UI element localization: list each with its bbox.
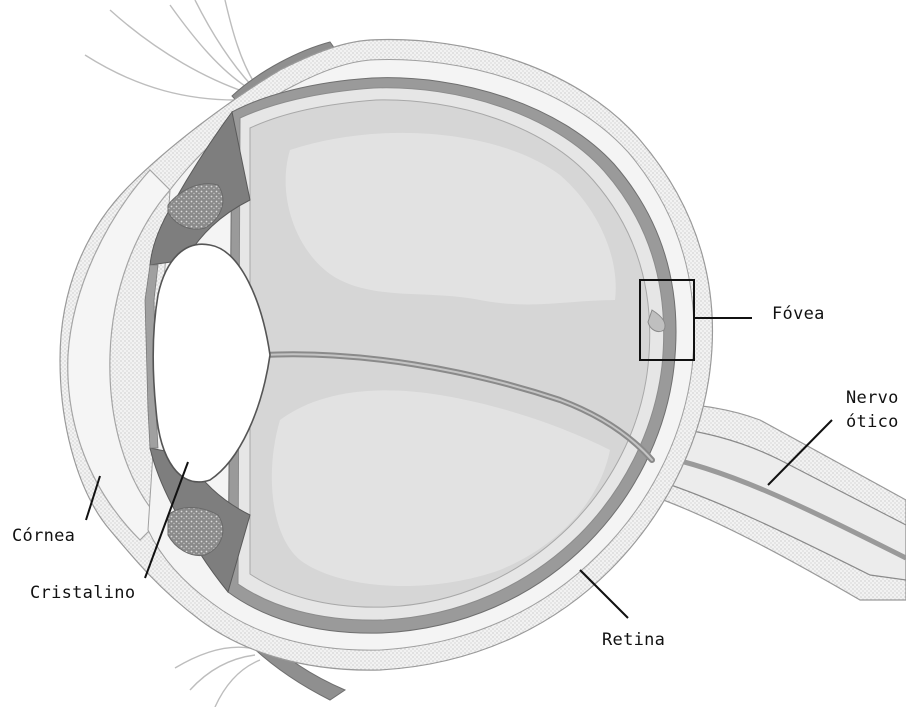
eyelash-strands-bottom (175, 647, 260, 707)
retina-leader (580, 570, 628, 618)
label-fovea: Fóvea (772, 302, 825, 326)
eyelash-strands-top (85, 0, 255, 100)
label-retina: Retina (602, 628, 665, 652)
label-cristalino: Cristalino (30, 581, 135, 605)
label-nervo-line2: ótico (846, 410, 899, 434)
label-nervo-line1: Nervo (846, 386, 899, 410)
label-cornea: Córnea (12, 524, 75, 548)
